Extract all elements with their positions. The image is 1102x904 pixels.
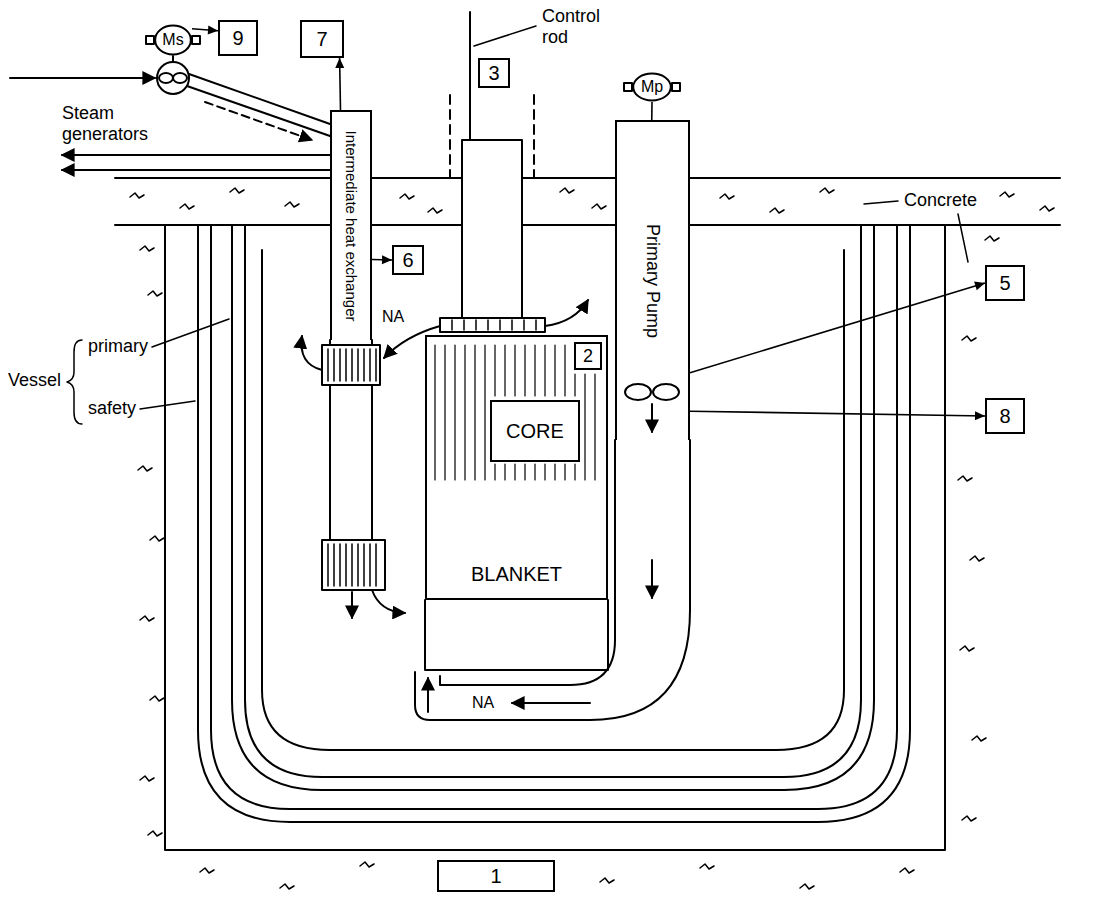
circle-outline [155, 26, 191, 55]
connector [192, 26, 218, 35]
connector [335, 58, 344, 110]
callout-number: 1 [437, 860, 555, 892]
connector-line [690, 283, 985, 373]
tube-bundle [322, 345, 380, 385]
leader-line [474, 26, 536, 46]
blanket-hatch [435, 345, 595, 480]
arrow-head [382, 255, 392, 264]
flow-arrow [372, 590, 405, 613]
pump-duct [415, 440, 690, 720]
control-rod-head [440, 318, 545, 332]
connector [690, 411, 985, 420]
node-text: 1 [490, 865, 501, 888]
pump-shaft [172, 56, 174, 62]
node-text: Ms [162, 31, 183, 49]
node-text: Mp [641, 78, 663, 96]
motor-terminal [146, 36, 154, 44]
part-name: BLANKET [468, 563, 565, 586]
node-text: 7 [316, 28, 327, 51]
leader-line [140, 319, 229, 409]
control-rod-head [452, 320, 536, 330]
part-label: Steam generators [60, 103, 174, 144]
core-box: CORE [490, 400, 580, 462]
flow-arrow [427, 678, 429, 712]
connector-line [690, 411, 985, 416]
part-name: Primary Pump [642, 222, 663, 340]
callout-number: 7 [300, 20, 344, 58]
impeller-symbol [173, 73, 187, 83]
flow-arrow [512, 702, 590, 704]
flow-label: NA [470, 694, 496, 712]
node-text: 9 [232, 27, 243, 50]
flow-arrow [384, 326, 440, 358]
primary-vessel [232, 225, 874, 790]
blanket-block: BLANKET CORE 2 [425, 335, 608, 600]
node-text: 2 [583, 346, 593, 367]
control-rod-line [469, 12, 471, 140]
arrow-head [335, 58, 344, 68]
connector [651, 102, 652, 120]
motor-symbol: Mp [632, 72, 672, 102]
callout-number: 5 [985, 265, 1025, 301]
flow-arrow [651, 404, 653, 432]
flow-arrow [545, 300, 588, 326]
connector-line [651, 102, 653, 120]
arrow-head [975, 411, 985, 420]
pump-duct [440, 440, 615, 685]
secondary-supply-pipe [187, 74, 330, 136]
motor-terminal [624, 83, 632, 91]
node-text: 6 [402, 249, 413, 272]
part-label: Control rod [540, 6, 620, 47]
brace [67, 340, 82, 424]
control-rod-column [462, 140, 522, 318]
feedwater-line [10, 77, 155, 79]
secondary-pump [157, 62, 189, 94]
callout-number: 2 [574, 342, 602, 370]
impeller-symbol [625, 384, 651, 400]
safety-vessel [198, 225, 910, 822]
flow-label: NA [380, 308, 406, 326]
connector [690, 282, 985, 373]
inlet-plenum [425, 600, 608, 670]
motor-terminal [192, 36, 200, 44]
flow-arrow [301, 336, 322, 370]
node-text: 5 [999, 272, 1010, 295]
impeller-symbol [159, 73, 173, 83]
callout-number: 8 [985, 398, 1025, 434]
arrow-head [974, 282, 985, 291]
node-text: 3 [488, 62, 499, 85]
part-name: Intermediate heat exchanger [342, 129, 359, 324]
slab-opening [617, 176, 688, 228]
part-label: Concrete [902, 190, 979, 211]
impeller-symbol [653, 384, 679, 400]
secondary-return-pipe [62, 169, 330, 171]
primary-pump-column: Primary Pump [615, 120, 690, 440]
motor-symbol: Ms [154, 24, 192, 56]
connector [372, 255, 392, 264]
flow-arrow [351, 592, 353, 618]
concrete-texture [130, 188, 1054, 889]
part-label: safety [86, 398, 138, 419]
heat-exchanger-column: Intermediate heat exchanger [330, 110, 372, 340]
part-label: primary [86, 336, 150, 357]
flow-arrow [651, 560, 653, 598]
concrete-slab [115, 178, 1060, 225]
motor-terminal [672, 83, 680, 91]
callout-number: 9 [218, 20, 258, 56]
callout-number: 6 [392, 245, 424, 275]
flow-arrow [205, 102, 312, 140]
node-text: 8 [999, 405, 1010, 428]
part-label: Vessel [6, 370, 63, 391]
secondary-return-pipe [62, 154, 330, 156]
circle-outline [633, 74, 671, 101]
tube-bundle [328, 544, 376, 586]
tube-bundle [328, 349, 376, 381]
concrete-pit [165, 225, 945, 850]
tube-bundle [322, 540, 385, 590]
node-text: CORE [506, 420, 564, 443]
callout-number: 3 [478, 58, 510, 88]
arrow-head [208, 26, 218, 35]
